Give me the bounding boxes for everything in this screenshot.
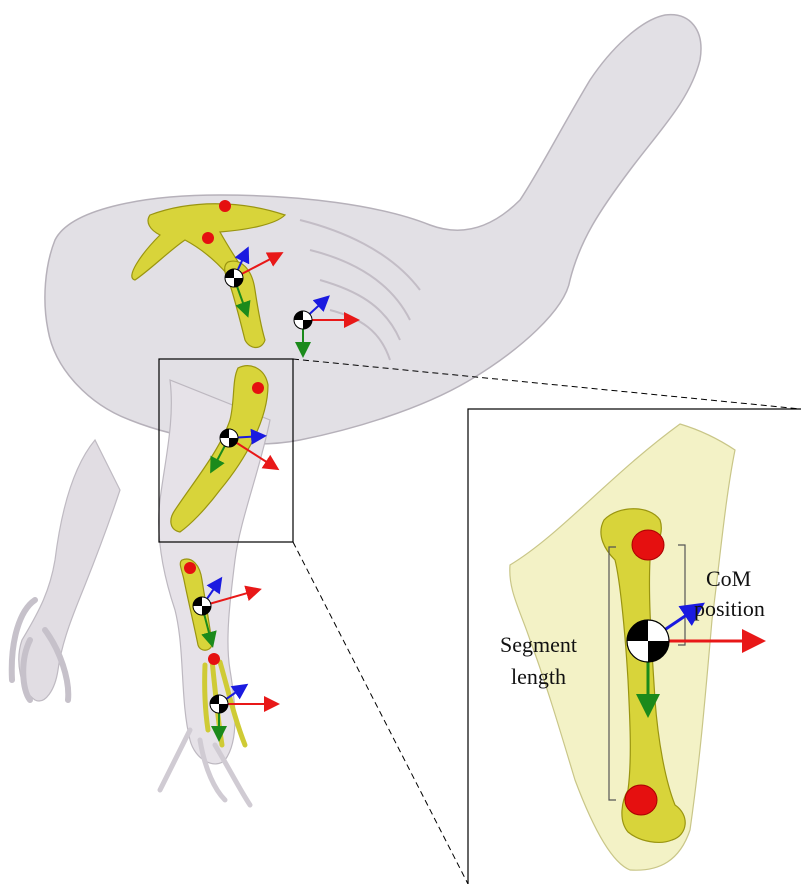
inset-joint-marker-distal bbox=[625, 785, 657, 815]
zoom-connector-bottom bbox=[293, 542, 468, 884]
inset-panel: Segment length CoM position bbox=[468, 409, 801, 884]
inset-joint-marker-proximal bbox=[632, 530, 664, 560]
joint-marker-hip bbox=[219, 200, 231, 212]
segment-length-label-line1: Segment bbox=[500, 632, 577, 657]
joint-marker-ankle bbox=[184, 562, 196, 574]
segment-length-label-line2: length bbox=[511, 664, 566, 689]
joint-marker-foot bbox=[208, 653, 220, 665]
joint-marker-acetabulum bbox=[202, 232, 214, 244]
joint-marker-knee bbox=[252, 382, 264, 394]
com-position-label-line1: CoM bbox=[706, 566, 751, 591]
com-position-label-line2: position bbox=[694, 596, 765, 621]
bird-leg-back bbox=[19, 440, 120, 701]
bird-torso bbox=[45, 15, 701, 444]
